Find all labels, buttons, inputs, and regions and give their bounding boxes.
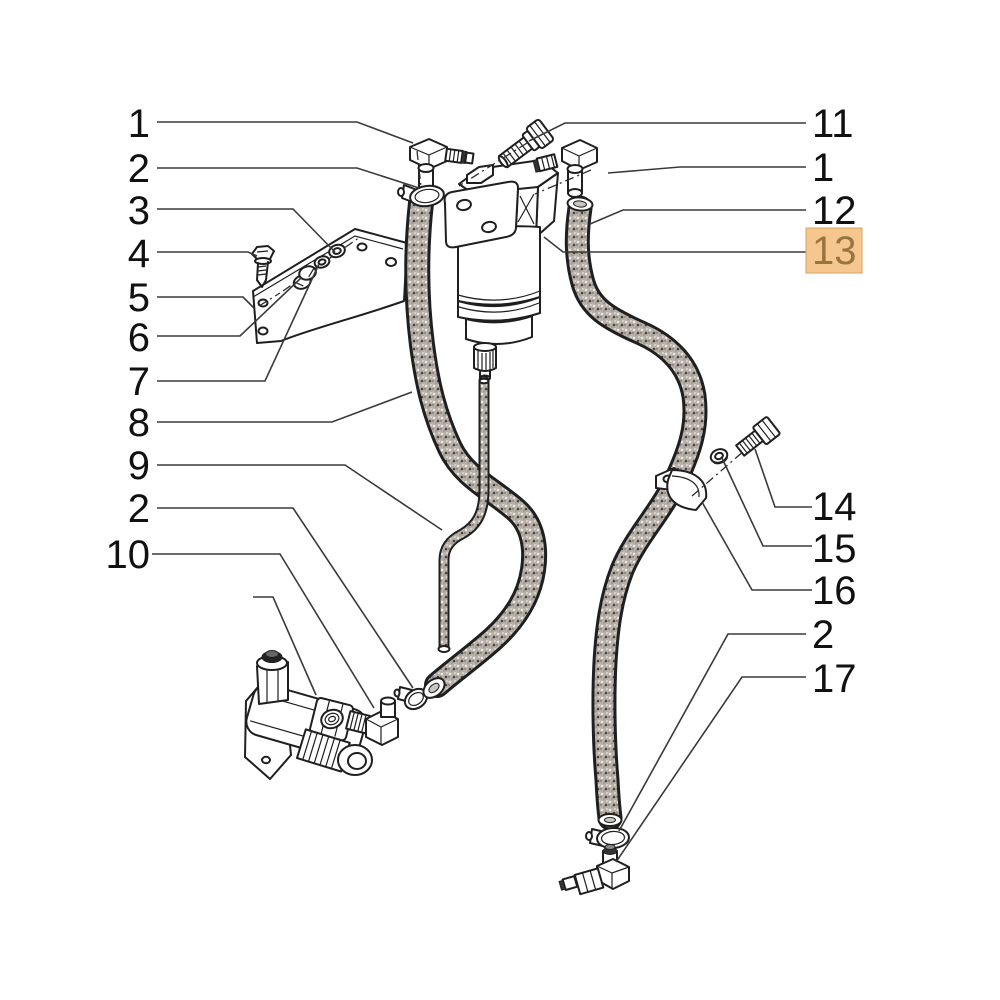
leader-line-16 [701, 501, 812, 591]
callout-highlight-box [805, 227, 863, 274]
callout-label-7: 7 [128, 360, 150, 404]
bracket-bolt [251, 245, 275, 288]
leader-line-2 [157, 507, 414, 689]
callout-label-12: 12 [812, 189, 857, 233]
leader-line-2 [618, 633, 806, 832]
leader-line-10 [152, 553, 375, 709]
elbow-fitting-bottom [558, 844, 630, 896]
leader-line-3 [157, 208, 336, 253]
callout-label-1: 1 [128, 102, 150, 146]
fuel-pump [244, 650, 399, 780]
leader-line-17 [615, 676, 806, 863]
leader-line-unlabeled [253, 596, 317, 696]
hose-clip-bracket [655, 467, 708, 511]
leader-line-6 [157, 277, 302, 337]
hose-clamp-bottom [585, 826, 630, 850]
callout-label-10: 10 [106, 533, 151, 577]
callout-label-3: 3 [128, 189, 150, 233]
callout-label-8: 8 [128, 401, 150, 445]
callout-label-2: 2 [128, 147, 150, 191]
leader-line-7 [157, 263, 320, 382]
leader-line-14 [754, 448, 812, 508]
fuel-filter-assembly [443, 159, 559, 382]
axis-connector-bolt [458, 142, 528, 187]
washer-3 [328, 243, 346, 259]
clip-bolt [735, 416, 781, 457]
leader-line-13 [543, 236, 806, 253]
callout-label-5: 5 [128, 276, 150, 320]
mounting-bracket [252, 228, 408, 344]
callout-label-15: 15 [812, 527, 857, 571]
washer-axis-line2 [258, 292, 281, 307]
leader-line-1 [157, 121, 414, 144]
axis-clip-bolt [691, 443, 753, 497]
leader-line-1 [607, 166, 806, 174]
elbow-fitting-top-right [532, 139, 598, 198]
fuel-hose-main [404, 190, 548, 699]
fuel-pipe [437, 375, 490, 653]
leader-line-2 [157, 167, 420, 189]
callout-label-9: 9 [128, 444, 150, 488]
callout-label-2: 2 [812, 613, 834, 657]
leader-line-4 [157, 251, 258, 257]
leader-line-11 [528, 122, 806, 142]
callout-label-13: 13 [812, 229, 857, 273]
callout-label-2: 2 [128, 487, 150, 531]
callout-label-16: 16 [812, 569, 857, 613]
leader-line-8 [157, 391, 413, 423]
leader-line-5 [157, 296, 255, 309]
washer-axis-line [282, 236, 361, 292]
callout-label-6: 6 [128, 316, 150, 360]
callout-label-14: 14 [812, 485, 857, 529]
callout-label-17: 17 [812, 657, 857, 701]
callout-label-4: 4 [128, 232, 150, 276]
callout-label-11: 11 [812, 102, 854, 146]
hose-clamp-top [397, 184, 445, 208]
leader-line-9 [157, 464, 443, 531]
leader-line-12 [589, 209, 806, 225]
leader-line-15 [721, 457, 812, 547]
callout-label-1: 1 [812, 146, 834, 190]
